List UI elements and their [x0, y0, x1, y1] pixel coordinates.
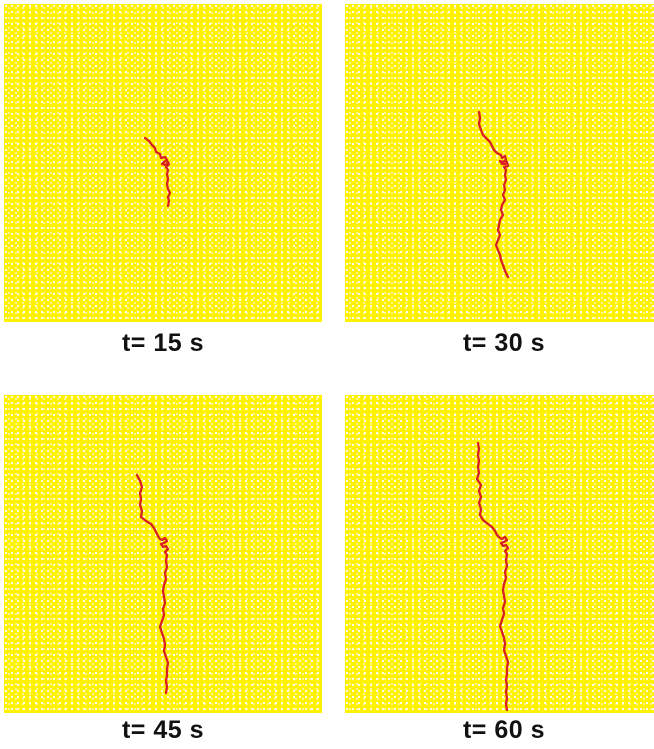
time-label-t60: t= 60 s: [462, 716, 546, 744]
crack-path-t45: [135, 473, 170, 695]
simulation-panel-t45: [4, 395, 322, 713]
crack-path-t30: [477, 110, 510, 279]
time-label-t45: t= 45 s: [121, 716, 205, 744]
time-label-t30: t= 30 s: [462, 329, 546, 357]
crack-path-t15: [143, 136, 172, 208]
simulation-panel-t30: [345, 4, 654, 322]
time-label-t15: t= 15 s: [121, 329, 205, 357]
crack-path-t60: [475, 441, 510, 712]
simulation-panel-t60: [345, 395, 654, 713]
simulation-panel-t15: [4, 4, 322, 322]
